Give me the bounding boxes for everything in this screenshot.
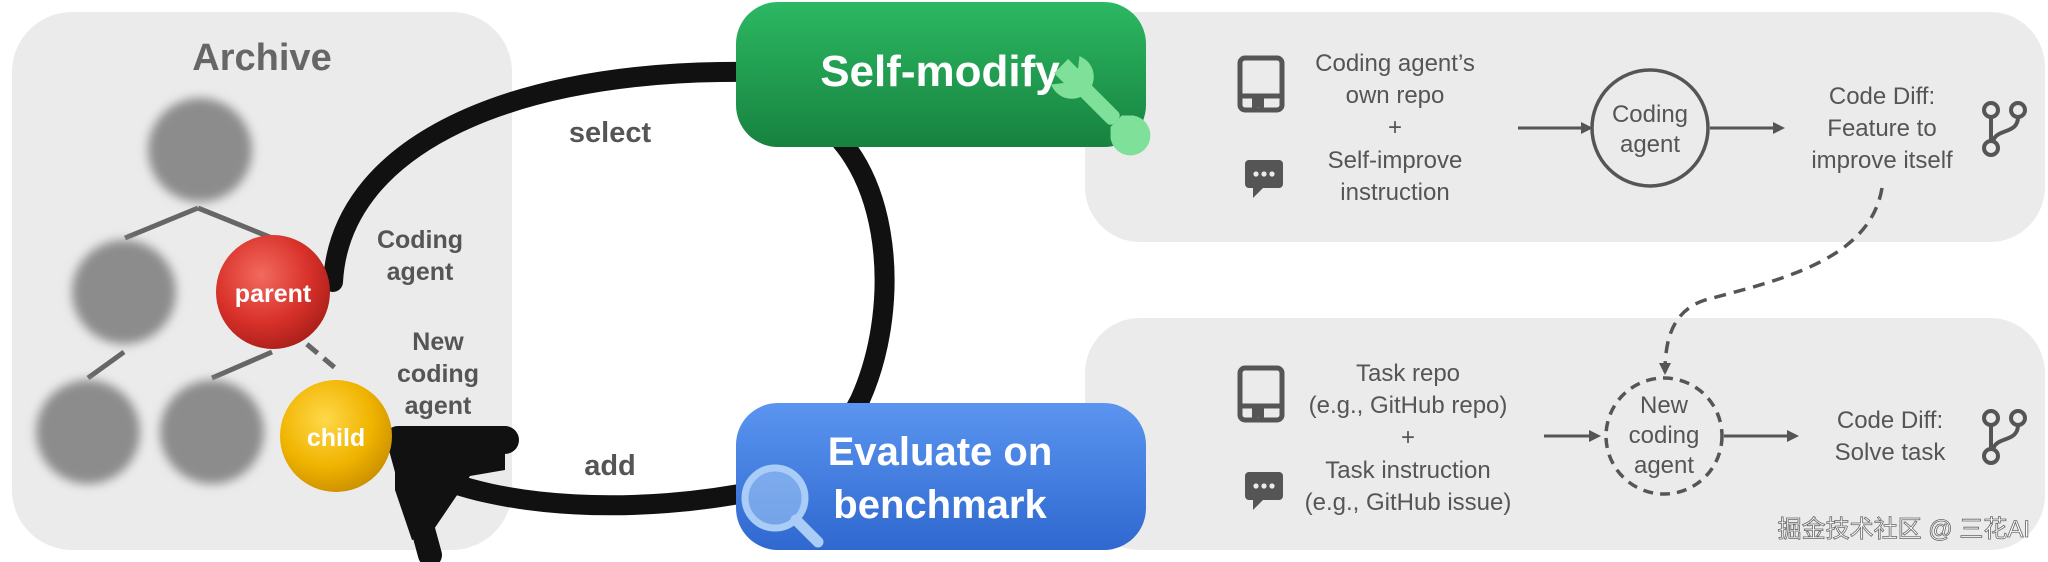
evaluate-chat-icon [1245, 472, 1283, 510]
svg-text:+: + [1388, 114, 1402, 141]
evaluate-agent-text: New coding agent [1629, 392, 1700, 479]
evaluate-branch-icon [1982, 409, 2027, 465]
coding-agent-label: Coding agent [377, 226, 463, 286]
self-modify-diff-text: Code Diff: Feature to improve itself [1811, 83, 1953, 174]
svg-text:Task repo: Task repo [1356, 360, 1460, 387]
archive-node-bottom-1 [36, 380, 140, 484]
svg-text:New: New [1640, 392, 1689, 419]
svg-text:agent: agent [1634, 452, 1694, 479]
svg-text:agent: agent [405, 392, 472, 420]
parent-node: parent [216, 235, 330, 349]
svg-text:Feature to: Feature to [1827, 115, 1936, 142]
svg-text:Solve task: Solve task [1835, 439, 1947, 466]
svg-text:coding: coding [1629, 422, 1700, 449]
add-label: add [584, 450, 636, 482]
svg-text:+: + [1401, 424, 1415, 451]
self-modify-title: Self-modify [820, 47, 1060, 96]
archive-node-root [148, 98, 252, 202]
self-modify-box: Self-modify [736, 2, 1151, 156]
magnifier-icon [741, 464, 824, 548]
self-modify-input-text: Coding agent’s own repo + Self-improve i… [1315, 50, 1475, 206]
new-coding-agent-label: New coding agent [397, 328, 479, 420]
archive-node-left [72, 240, 176, 344]
parent-label: parent [235, 280, 312, 308]
evaluate-input-text: Task repo (e.g., GitHub repo) + Task ins… [1305, 360, 1512, 516]
child-label: child [307, 424, 365, 452]
self-modify-branch-icon [1982, 101, 2027, 157]
svg-text:Coding: Coding [377, 226, 463, 254]
svg-text:Coding agent’s: Coding agent’s [1315, 50, 1475, 77]
watermark: 掘金技术社区 @ 三花AI [1778, 516, 2030, 543]
diff-to-new-agent-dashed-arrow [1659, 187, 1884, 375]
svg-text:own repo: own repo [1346, 82, 1445, 109]
archive-node-bottom-2 [160, 380, 264, 484]
self-modify-repo-icon [1237, 55, 1285, 113]
svg-text:Self-improve: Self-improve [1328, 147, 1463, 174]
evaluate-title-line-1: Evaluate on [828, 430, 1053, 474]
select-label: select [569, 117, 652, 149]
evaluate-box: Evaluate on benchmark [736, 403, 1146, 550]
svg-text:instruction: instruction [1340, 179, 1449, 206]
archive-title: Archive [192, 37, 331, 79]
evaluate-repo-icon [1237, 365, 1285, 423]
self-modify-chat-icon [1245, 160, 1283, 198]
svg-text:New: New [412, 328, 464, 356]
evaluate-panel [1085, 318, 2045, 550]
evaluate-agent-circle [1604, 376, 1724, 496]
evaluate-title-line-2: benchmark [833, 483, 1047, 527]
svg-text:agent: agent [1620, 131, 1680, 158]
self-modify-agent-circle [1590, 68, 1710, 188]
svg-text:coding: coding [397, 360, 479, 388]
svg-text:Code Diff:: Code Diff: [1837, 407, 1943, 434]
archive-nodes [36, 98, 264, 484]
svg-text:Coding: Coding [1612, 101, 1688, 128]
svg-text:improve itself: improve itself [1811, 147, 1953, 174]
child-node: child [280, 380, 392, 492]
svg-text:Code Diff:: Code Diff: [1829, 83, 1935, 110]
svg-text:Task instruction: Task instruction [1325, 457, 1490, 484]
evaluate-diff-text: Code Diff: Solve task [1835, 407, 1947, 466]
svg-text:(e.g., GitHub issue): (e.g., GitHub issue) [1305, 489, 1512, 516]
self-modify-agent-text: Coding agent [1612, 101, 1688, 158]
svg-text:agent: agent [387, 258, 454, 286]
wrench-icon [1051, 56, 1151, 156]
svg-text:(e.g., GitHub repo): (e.g., GitHub repo) [1309, 392, 1508, 419]
archive-tree-edges [86, 205, 273, 381]
